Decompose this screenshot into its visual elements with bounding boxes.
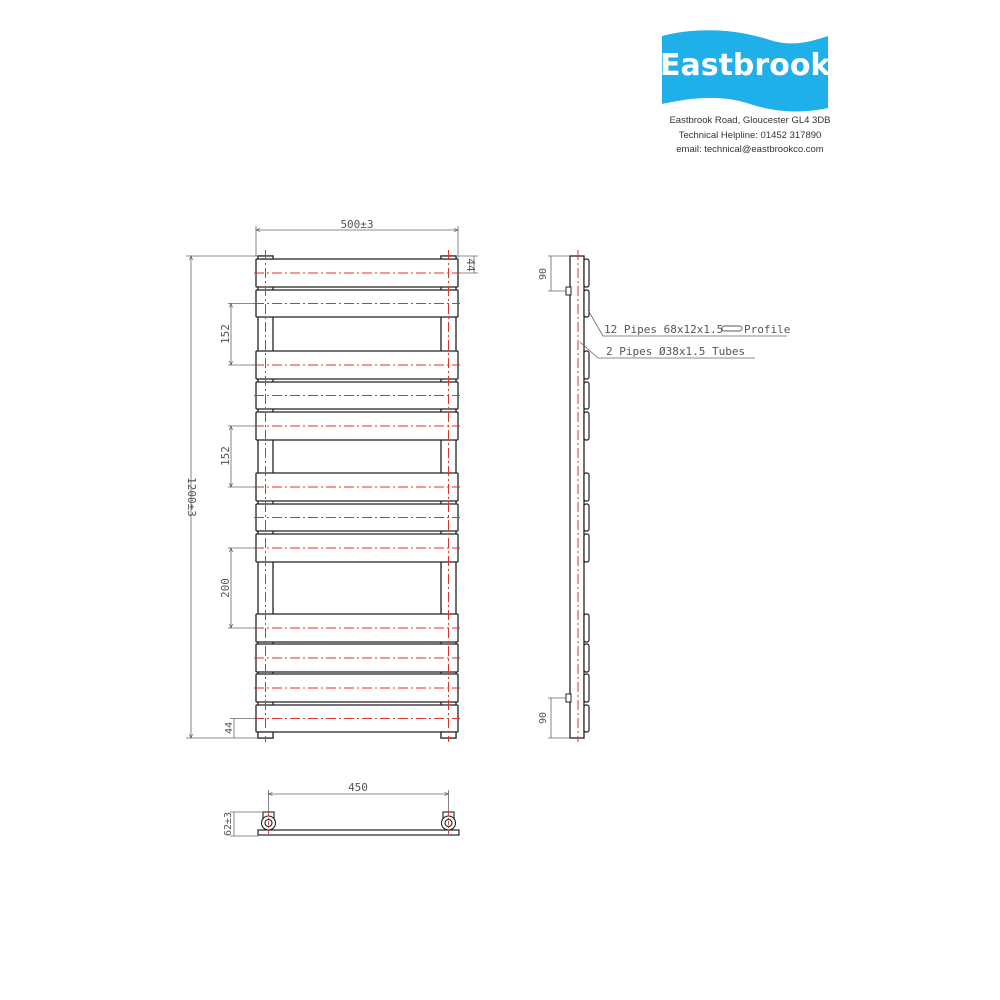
top-bracket-dimension: 90 [538, 268, 549, 280]
side-elevation: 90 90 12 Pipes 68x12x1.5 Profile 2 Pipes… [538, 250, 790, 742]
tube-pipes-callout: 2 Pipes Ø38x1.5 Tubes [606, 345, 745, 358]
top-offset-dimension: 44 [464, 258, 477, 272]
logo-banner-shape [662, 30, 828, 112]
bottom-wall-bracket [565, 693, 572, 703]
profile-label: Profile [744, 323, 790, 336]
gap-dimension-3: 200 [219, 578, 232, 598]
profile-icon [721, 325, 743, 332]
gap-dimension-1: 152 [219, 324, 232, 344]
plan-view: 450 62±3 [223, 781, 460, 837]
width-dimension: 500±3 [340, 218, 373, 231]
horizontal-bars [255, 258, 459, 733]
side-bar-profiles [583, 258, 590, 733]
bottom-offset-dimension: 44 [224, 722, 235, 734]
gap-dimension-2: 152 [219, 446, 232, 466]
centres-dimension: 450 [348, 781, 368, 794]
bar-pipes-callout: 12 Pipes 68x12x1.5 [604, 323, 723, 336]
bottom-bracket-dimension: 90 [538, 712, 549, 724]
brand-name: Eastbrook [660, 48, 831, 83]
front-dimensions [186, 226, 478, 738]
centerlines [254, 250, 460, 742]
technical-helpline: Technical Helpline: 01452 317890 [678, 130, 822, 141]
technical-email: email: technical@eastbrookco.com [676, 144, 824, 155]
height-dimension: 1200±3 [185, 477, 198, 517]
company-address: Eastbrook Road, Gloucester GL4 3DB [669, 115, 831, 126]
depth-dimension: 62±3 [223, 812, 234, 836]
front-elevation: 500±3 1200±3 44 152 152 200 44 [185, 218, 478, 742]
eastbrook-logo: Eastbrook [660, 28, 830, 114]
plan-bar [257, 829, 460, 836]
top-wall-bracket [565, 286, 572, 296]
